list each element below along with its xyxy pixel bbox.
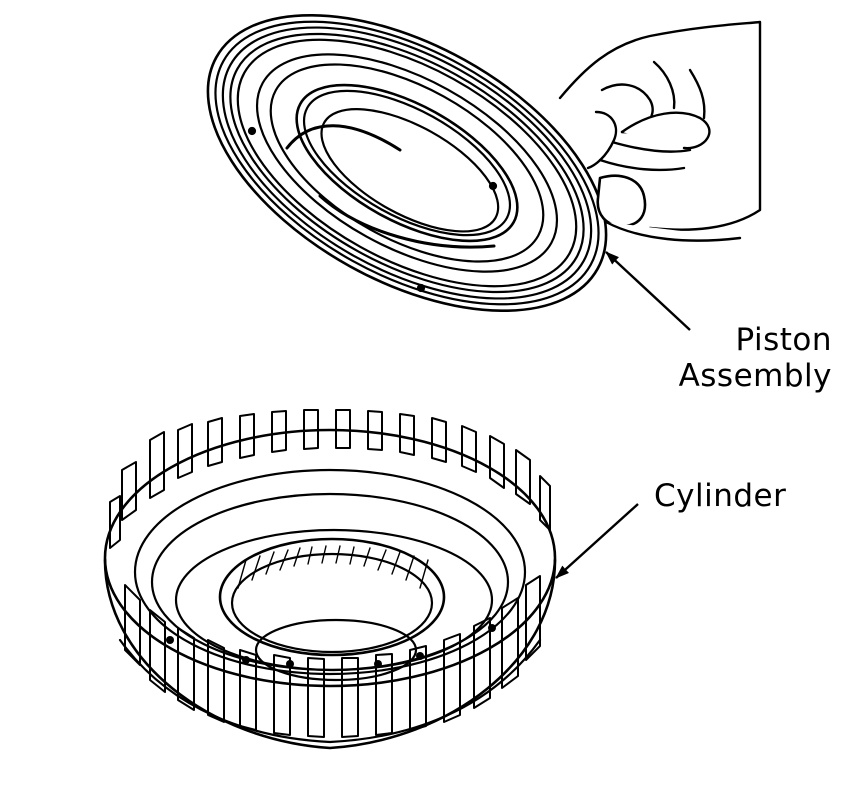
- piston-assembly-drawing: [159, 0, 655, 372]
- piston-assembly-label: Piston Assembly: [664, 322, 832, 394]
- piston-assembly-label-line1: Piston: [735, 322, 832, 358]
- cylinder-leader-line: [556, 504, 638, 578]
- cylinder-label: Cylinder: [654, 478, 787, 514]
- piston-assembly-label-line2: Assembly: [678, 358, 832, 394]
- hand-drawing: [560, 22, 760, 241]
- cylinder-drawing: [105, 410, 555, 748]
- piston-assembly-leader-line: [606, 252, 690, 330]
